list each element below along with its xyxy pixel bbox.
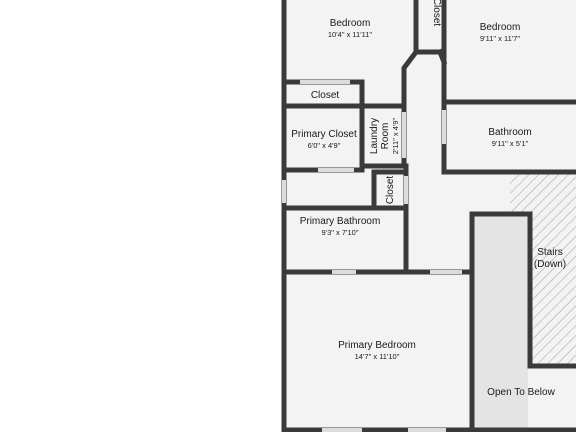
label-stairs-line1: Stairs (537, 247, 563, 258)
label-primary-closet: Primary Closet (291, 129, 357, 140)
label-open-below: Open To Below (487, 387, 555, 398)
dims-primary-bathroom: 9'3" x 7'10" (322, 228, 359, 237)
label-bathroom: Bathroom (488, 127, 531, 138)
open-to-below-area (472, 214, 528, 432)
label-closet-small: Closet (385, 176, 396, 205)
label-bedroom-nw: Bedroom (330, 18, 371, 29)
label-bedroom-ne: Bedroom (480, 22, 521, 33)
stairs-hatch-main (530, 172, 576, 366)
label-closet-left: Closet (311, 90, 340, 101)
dims-bathroom: 9'11" x 5'1" (492, 139, 529, 148)
label-laundry-line2: Room (380, 123, 391, 150)
dims-bedroom-ne: 9'11" x 11'7" (480, 34, 520, 43)
stairs-hatch-top (510, 172, 530, 214)
dims-primary-bedroom: 14'7" x 11'10" (355, 352, 400, 361)
label-primary-bedroom: Primary Bedroom (338, 340, 416, 351)
wall-hall-angle (401, 48, 420, 79)
dims-laundry: 2'11" x 4'9" (391, 117, 400, 154)
label-primary-bathroom: Primary Bathroom (300, 216, 381, 227)
dims-primary-closet: 6'0" x 4'9" (308, 141, 341, 150)
label-closet-top: Closet (431, 0, 442, 26)
dims-bedroom-nw: 10'4" x 11'11" (328, 30, 373, 39)
label-stairs-line2: (Down) (534, 259, 566, 270)
label-laundry-line1: Laundry (369, 118, 380, 154)
